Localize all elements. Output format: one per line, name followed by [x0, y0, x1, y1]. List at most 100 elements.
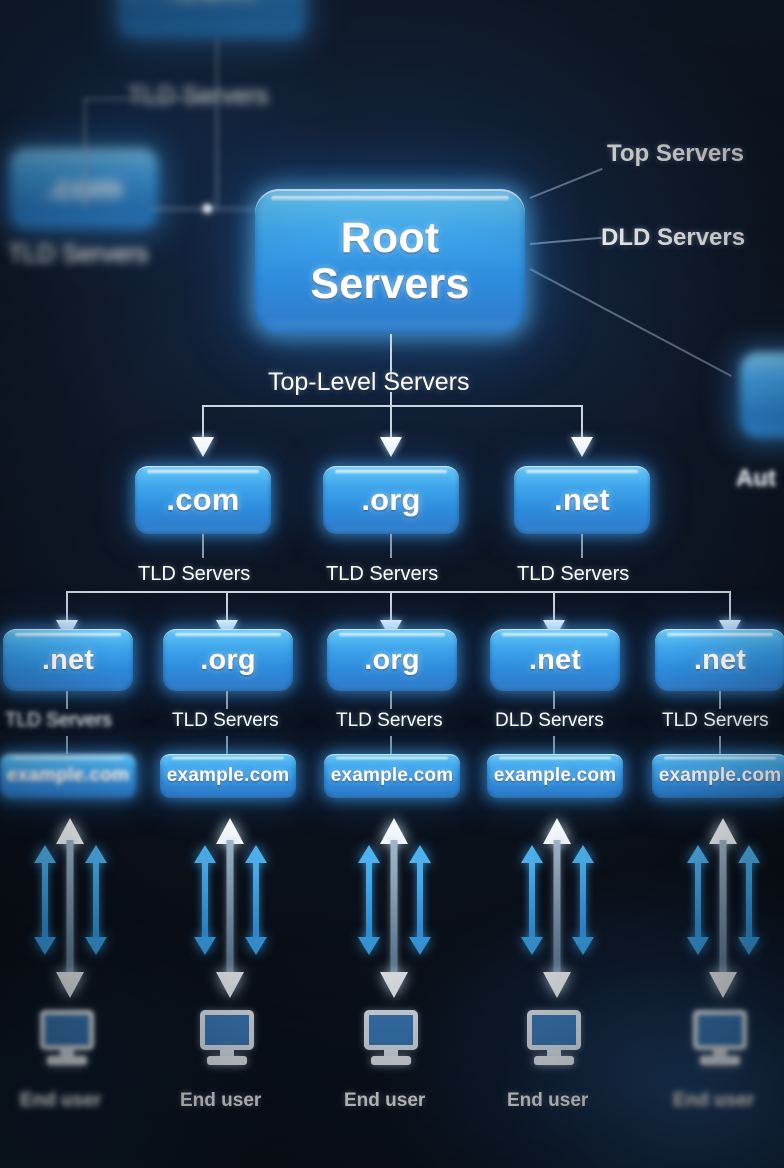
- connector-drop: [553, 591, 555, 623]
- node-leaf-2[interactable]: example.com: [324, 754, 460, 798]
- side-label-top-servers: Top Servers: [607, 140, 744, 167]
- connector-stub: [226, 736, 228, 754]
- background-caption-tld-servers-top: TLD Servers: [128, 82, 269, 110]
- monitor-neck: [60, 1050, 74, 1058]
- monitor-screen: [200, 1010, 254, 1050]
- node-second-row-0[interactable]: .net: [3, 629, 133, 691]
- connector-drop: [390, 591, 392, 623]
- arrow-head-down: [543, 972, 571, 998]
- connector-stub: [581, 534, 583, 558]
- node-label: example.com: [658, 765, 782, 786]
- arrow-head-down: [56, 972, 84, 998]
- node-label: .net: [41, 643, 95, 676]
- node-label: example.com: [330, 765, 454, 786]
- arrow-bidirectional-icon: [738, 845, 760, 955]
- background-node-com-top: .com: [118, 0, 306, 38]
- connector-bus-tld: [202, 405, 582, 407]
- arrow-bidirectional-icon: [543, 818, 571, 998]
- monitor-base: [207, 1056, 247, 1065]
- node-leaf-1[interactable]: example.com: [160, 754, 296, 798]
- background-connector: [84, 98, 218, 100]
- arrow-bidirectional-icon: [709, 818, 737, 998]
- connector-stub: [226, 691, 228, 709]
- arrow-shaft: [529, 859, 535, 941]
- node-second-row-4[interactable]: .net: [655, 629, 784, 691]
- connector-bus-second-row: [66, 591, 730, 593]
- node-label: .net: [693, 643, 747, 676]
- arrow-down-icon: [380, 437, 402, 457]
- node-second-row-2[interactable]: .org: [327, 629, 457, 691]
- connector-drop: [66, 591, 68, 623]
- root-label-line1: Root: [340, 213, 440, 262]
- node-leaf-4[interactable]: example.com: [652, 754, 784, 798]
- arrow-shaft: [719, 840, 727, 976]
- monitor-base: [47, 1056, 87, 1065]
- node-leaf-0[interactable]: example.com: [0, 754, 136, 798]
- arrow-head-down: [687, 937, 709, 955]
- arrow-head-up: [56, 818, 84, 844]
- caption-tld-servers-com: TLD Servers: [138, 563, 251, 585]
- arrow-head-down: [194, 937, 216, 955]
- caption-tld-servers-org: TLD Servers: [326, 563, 439, 585]
- background-connector: [216, 98, 218, 208]
- arrow-head-down: [85, 937, 107, 955]
- arrow-shaft: [226, 840, 234, 976]
- node-label: example.com: [6, 765, 130, 786]
- node-leaf-3[interactable]: example.com: [487, 754, 623, 798]
- arrow-bidirectional-icon: [380, 818, 408, 998]
- arrow-bidirectional-icon: [56, 818, 84, 998]
- arrow-head-up: [34, 845, 56, 863]
- caption-second-row-4: TLD Servers: [662, 710, 769, 731]
- arrow-bidirectional-icon: [194, 845, 216, 955]
- node-second-row-1[interactable]: .org: [163, 629, 293, 691]
- arrow-bidirectional-icon: [409, 845, 431, 955]
- connector-root-down: [390, 334, 392, 382]
- arrow-shaft: [93, 859, 99, 941]
- background-node-authoritative: [740, 352, 784, 438]
- connector-stub: [202, 534, 204, 558]
- label-end-user-2: End user: [344, 1090, 426, 1111]
- arrow-down-icon: [192, 437, 214, 457]
- connector-stub: [553, 736, 555, 754]
- arrow-bidirectional-icon: [572, 845, 594, 955]
- arrow-head-up: [543, 818, 571, 844]
- node-root-servers[interactable]: Root Servers: [255, 189, 525, 334]
- arrow-head-down: [409, 937, 431, 955]
- arrow-head-up: [216, 818, 244, 844]
- monitor-base: [371, 1056, 411, 1065]
- monitor-neck: [220, 1050, 234, 1058]
- monitor-icon: [360, 1010, 422, 1068]
- arrow-head-up: [709, 818, 737, 844]
- monitor-neck: [713, 1050, 727, 1058]
- connector-node-dot: [203, 204, 212, 213]
- node-tld-org[interactable]: .org: [323, 466, 459, 534]
- node-tld-com[interactable]: .com: [135, 466, 271, 534]
- arrow-head-up: [572, 845, 594, 863]
- arrow-shaft: [695, 859, 701, 941]
- node-label: .com: [166, 482, 240, 517]
- monitor-base: [534, 1056, 574, 1065]
- arrow-head-down: [572, 937, 594, 955]
- node-tld-net[interactable]: .net: [514, 466, 650, 534]
- node-label: example.com: [493, 765, 617, 786]
- arrow-head-down: [380, 972, 408, 998]
- arrow-head-up: [409, 845, 431, 863]
- node-second-row-3[interactable]: .net: [490, 629, 620, 691]
- arrow-head-up: [245, 845, 267, 863]
- arrow-bidirectional-icon: [358, 845, 380, 955]
- arrow-head-down: [245, 937, 267, 955]
- arrow-head-up: [85, 845, 107, 863]
- background-node-label: .com: [168, 0, 257, 10]
- root-label-line2: Servers: [310, 259, 470, 308]
- arrow-head-down: [34, 937, 56, 955]
- arrow-head-up: [358, 845, 380, 863]
- arrow-head-down: [358, 937, 380, 955]
- arrow-head-down: [738, 937, 760, 955]
- node-label: .net: [554, 482, 610, 517]
- arrow-head-down: [709, 972, 737, 998]
- side-connector-dld: [529, 236, 602, 245]
- caption-second-row-2: TLD Servers: [336, 710, 443, 731]
- connector-stub: [390, 534, 392, 558]
- node-label: .org: [361, 482, 421, 517]
